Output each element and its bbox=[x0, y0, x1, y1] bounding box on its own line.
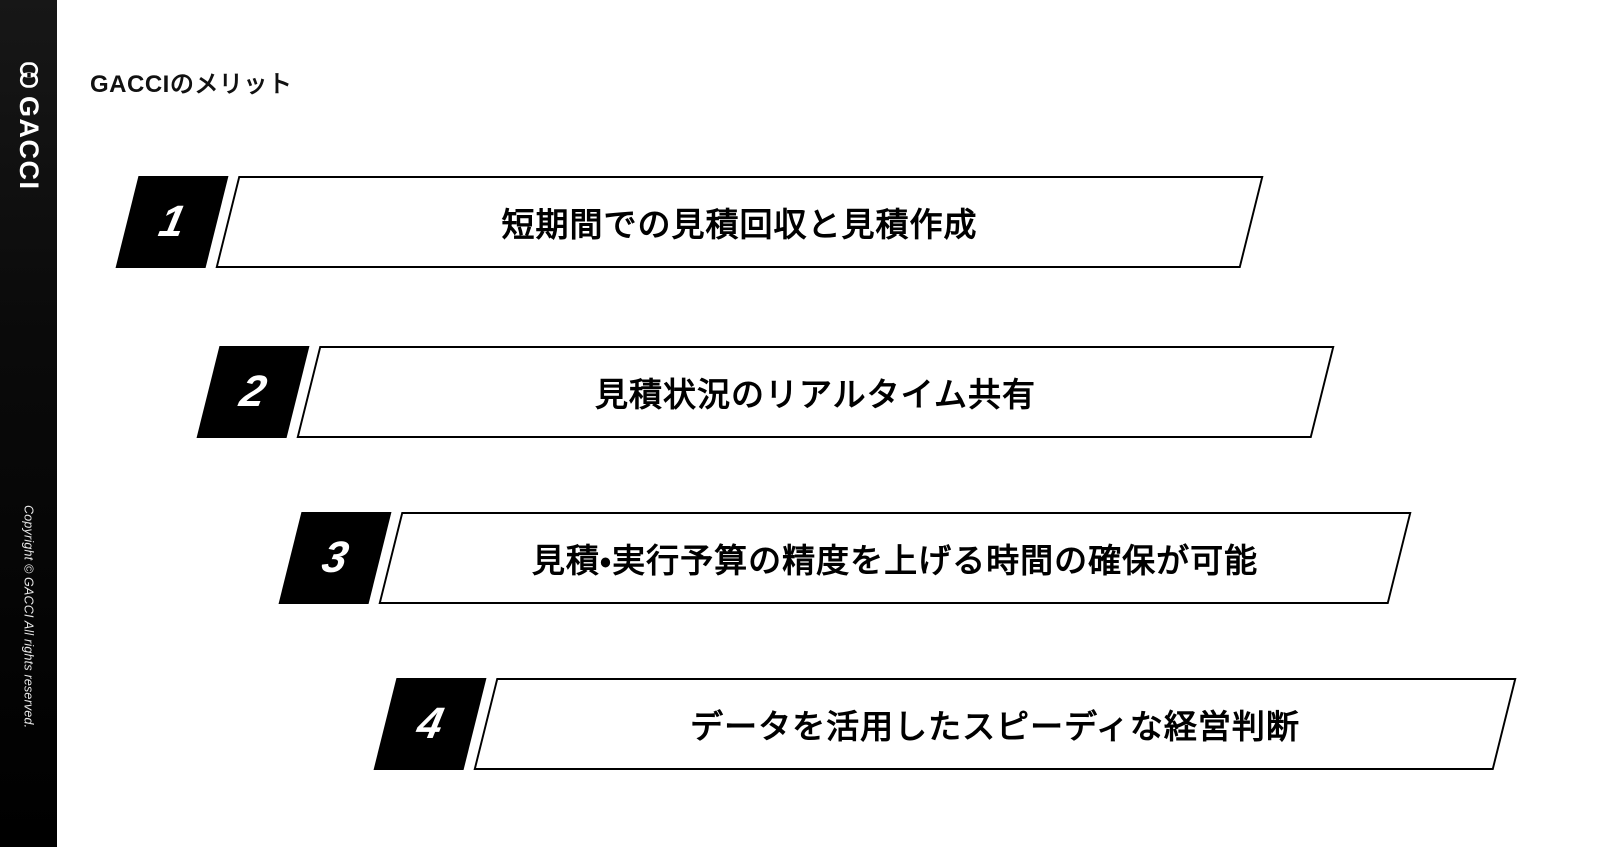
benefit-row: 4 データを活用したスピーディな経営判断 bbox=[373, 678, 1517, 770]
page-title: GACCIのメリット bbox=[90, 71, 293, 98]
benefit-bar bbox=[473, 678, 1517, 770]
benefit-row: 3 見積・実行予算の精度を上げる時間の確保が可能 bbox=[278, 512, 1412, 604]
gacci-linked-rings-icon bbox=[16, 62, 42, 88]
benefit-number: 3 bbox=[317, 533, 353, 582]
benefit-number: 4 bbox=[412, 699, 448, 748]
benefit-number-badge: 2 bbox=[196, 346, 310, 438]
benefit-number: 1 bbox=[154, 197, 190, 246]
benefit-row: 1 短期間での見積回収と見積作成 bbox=[115, 176, 1264, 268]
benefit-bar bbox=[215, 176, 1264, 268]
benefit-bar bbox=[296, 346, 1335, 438]
benefit-number-badge: 1 bbox=[115, 176, 229, 268]
benefit-row: 2 見積状況のリアルタイム共有 bbox=[196, 346, 1335, 438]
benefit-number-badge: 4 bbox=[373, 678, 487, 770]
benefit-number-badge: 3 bbox=[278, 512, 392, 604]
brand-name: GACCI bbox=[14, 96, 44, 191]
copyright-text: Copyright © GACCI All rights reserved. bbox=[21, 505, 36, 729]
benefit-bar bbox=[378, 512, 1412, 604]
benefit-number: 2 bbox=[235, 367, 271, 416]
sidebar: GACCI Copyright © GACCI All rights reser… bbox=[0, 0, 57, 847]
brand-block: GACCI bbox=[0, 52, 57, 282]
